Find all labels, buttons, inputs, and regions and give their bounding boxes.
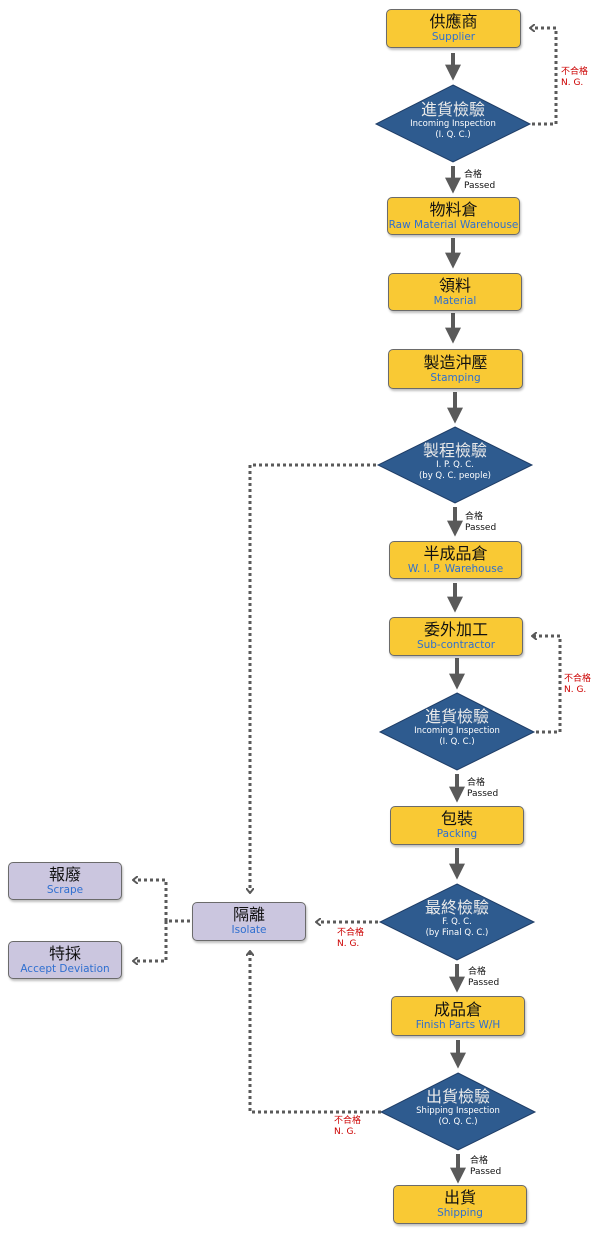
node-scrape-en: Scrape	[46, 883, 84, 896]
passed-label-1: 合格 Passed	[464, 170, 495, 192]
node-supplier-en: Supplier	[431, 31, 476, 43]
node-wip-warehouse-zh: 半成品倉	[423, 543, 488, 563]
node-iqc1-zh: 進貨檢驗	[420, 100, 485, 119]
ng-label-1: 不合格 N. G.	[561, 67, 588, 89]
node-ipqc-en2: (by Q. C. people)	[418, 471, 491, 481]
node-oqc-en1: Shipping Inspection	[416, 1106, 500, 1116]
node-accept-deviation: 特採 Accept Deviation	[8, 941, 122, 979]
ng-label-1-zh: 不合格	[561, 67, 589, 77]
node-iqc2-en1: Incoming Inspection	[414, 726, 500, 736]
ng-label-3-en: N. G.	[337, 939, 360, 949]
diamond-fqc	[378, 883, 536, 961]
node-iqc2-zh: 進貨檢驗	[424, 707, 489, 726]
node-isolate-zh: 隔離	[232, 905, 265, 924]
diamond-ipqc	[376, 426, 534, 504]
node-subcontractor: 委外加工 Sub-contractor	[389, 617, 523, 656]
node-ipqc: 製程檢驗 I. P. Q. C. (by Q. C. people)	[385, 441, 525, 482]
node-stamping-zh: 製造沖壓	[423, 352, 488, 372]
diamond-oqc	[379, 1072, 537, 1151]
node-finish-warehouse-zh: 成品倉	[433, 999, 482, 1019]
node-material-zh: 領料	[438, 275, 471, 295]
passed-label-3-zh: 合格	[467, 778, 486, 788]
node-stamping-en: Stamping	[430, 371, 481, 384]
ng-label-3: 不合格 N. G.	[337, 928, 364, 950]
node-isolate: 隔離 Isolate	[192, 902, 306, 941]
node-wip-warehouse-en: W. I. P. Warehouse	[407, 562, 504, 575]
ng-label-4: 不合格 N. G.	[334, 1116, 361, 1138]
node-iqc2: 進貨檢驗 Incoming Inspection (I. Q. C.)	[387, 707, 527, 748]
node-ipqc-zh: 製程檢驗	[422, 441, 487, 460]
node-ipqc-en1: I. P. Q. C.	[436, 460, 474, 470]
node-subcontractor-en: Sub-contractor	[416, 639, 496, 651]
passed-label-4-en: Passed	[468, 978, 500, 988]
node-shipping-en: Shipping	[437, 1207, 483, 1219]
passed-label-3-en: Passed	[467, 789, 499, 799]
flow-arrows	[445, 53, 466, 1184]
node-packing: 包裝 Packing	[390, 806, 524, 845]
passed-label-4-zh: 合格	[468, 967, 487, 977]
node-iqc1: 進貨檢驗 Incoming Inspection (I. Q. C.)	[383, 100, 523, 141]
node-finish-warehouse-en: Finish Parts W/H	[415, 1018, 501, 1031]
node-oqc-en2: (O. Q. C.)	[438, 1117, 478, 1127]
node-material-en: Material	[433, 294, 477, 307]
node-oqc-zh: 出貨檢驗	[425, 1087, 490, 1106]
node-iqc1-en2: (I. Q. C.)	[435, 130, 471, 140]
node-packing-zh: 包裝	[440, 809, 473, 828]
node-fqc: 最終檢驗 F. Q. C. (by Final Q. C.)	[387, 898, 527, 939]
ng-label-4-zh: 不合格	[334, 1116, 362, 1126]
node-supplier-zh: 供應商	[429, 12, 478, 31]
node-iqc2-en2: (I. Q. C.)	[439, 737, 475, 747]
passed-label-1-en: Passed	[464, 181, 496, 191]
reject-paths	[133, 28, 562, 1114]
node-packing-en: Packing	[436, 828, 478, 840]
node-scrape: 報廢 Scrape	[8, 862, 122, 900]
node-material: 領料 Material	[388, 273, 522, 311]
ng-label-2: 不合格 N. G.	[564, 674, 591, 696]
node-fqc-zh: 最終檢驗	[424, 898, 489, 917]
node-finish-warehouse: 成品倉 Finish Parts W/H	[391, 996, 525, 1036]
node-raw-warehouse: 物料倉 Raw Material Warehouse	[387, 197, 520, 235]
passed-label-2-en: Passed	[465, 523, 497, 533]
passed-label-1-zh: 合格	[464, 170, 483, 180]
decision-diamonds	[374, 84, 537, 1151]
node-shipping: 出貨 Shipping	[393, 1185, 527, 1224]
node-shipping-zh: 出貨	[443, 1188, 476, 1207]
node-fqc-en1: F. Q. C.	[442, 917, 472, 927]
node-accept-deviation-zh: 特採	[48, 943, 81, 963]
ng-label-2-zh: 不合格	[564, 674, 592, 684]
node-fqc-en2: (by Final Q. C.)	[425, 928, 489, 938]
ng-label-4-en: N. G.	[334, 1127, 357, 1137]
node-scrape-zh: 報廢	[48, 864, 81, 884]
passed-label-5-en: Passed	[470, 1167, 502, 1177]
node-accept-deviation-en: Accept Deviation	[20, 962, 110, 975]
passed-label-2-zh: 合格	[465, 512, 484, 522]
passed-label-5-zh: 合格	[470, 1156, 489, 1166]
passed-label-4: 合格 Passed	[468, 967, 499, 989]
node-subcontractor-zh: 委外加工	[423, 620, 488, 639]
diamond-iqc2	[378, 692, 536, 771]
node-raw-warehouse-en: Raw Material Warehouse	[388, 218, 519, 231]
node-iqc1-en1: Incoming Inspection	[410, 119, 496, 129]
ng-label-1-en: N. G.	[561, 78, 584, 88]
ng-label-3-zh: 不合格	[337, 928, 365, 938]
ng-label-2-en: N. G.	[564, 685, 587, 695]
passed-label-2: 合格 Passed	[465, 512, 496, 534]
node-isolate-en: Isolate	[231, 924, 267, 936]
passed-label-5: 合格 Passed	[470, 1156, 501, 1178]
diamond-iqc1	[374, 84, 532, 163]
node-stamping: 製造沖壓 Stamping	[388, 349, 523, 389]
node-raw-warehouse-zh: 物料倉	[429, 199, 478, 219]
node-oqc: 出貨檢驗 Shipping Inspection (O. Q. C.)	[388, 1087, 528, 1128]
node-wip-warehouse: 半成品倉 W. I. P. Warehouse	[389, 541, 522, 579]
node-supplier: 供應商 Supplier	[386, 9, 521, 48]
passed-label-3: 合格 Passed	[467, 778, 498, 800]
